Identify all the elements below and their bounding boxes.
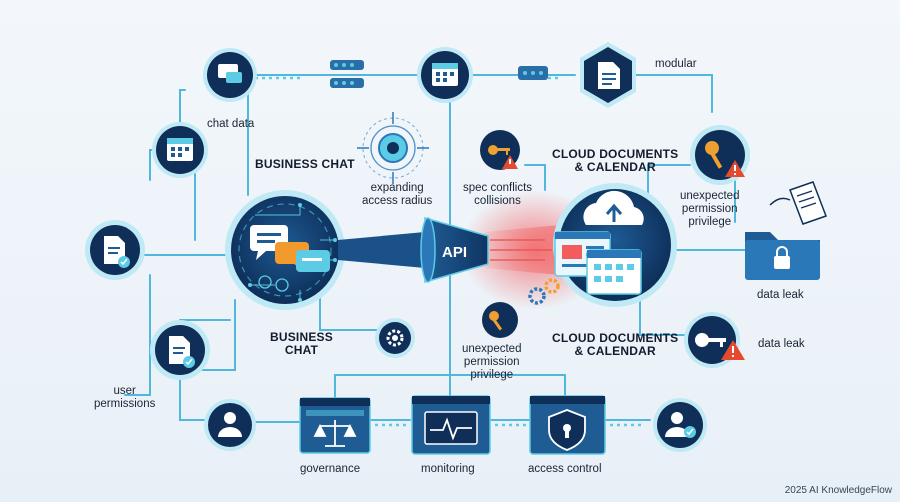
label-user-permissions: user permissions — [94, 385, 156, 410]
node-key-warning-lower — [684, 312, 745, 368]
label-expanding-access-radius: expanding access radius — [362, 182, 433, 207]
document-icon — [598, 62, 620, 89]
gears-icon — [528, 278, 560, 305]
warning-icon — [721, 340, 745, 360]
cloud-upload-icon — [583, 190, 644, 225]
user-icon — [218, 412, 242, 437]
label-spec-conflicts: spec conflicts collisions — [463, 182, 533, 207]
panel-access-control — [529, 395, 606, 455]
warning-icon — [502, 155, 518, 169]
node-user-bottom-left — [204, 399, 256, 451]
node-key-warning-top — [480, 130, 520, 170]
faces-icon — [258, 275, 289, 292]
label-governance: governance — [300, 463, 361, 475]
calendar-icon — [432, 63, 458, 86]
shield-lock-icon — [548, 409, 586, 451]
folder-lock-icon — [745, 232, 820, 280]
user-check-icon — [665, 412, 696, 438]
node-chat-top — [203, 48, 257, 102]
node-document-check-left — [85, 220, 145, 280]
chat-bubbles-icon — [218, 64, 242, 83]
key-icon — [695, 333, 726, 347]
node-key-warning-center — [482, 302, 518, 338]
business-chat-hub — [225, 190, 345, 310]
panel-governance — [299, 397, 371, 454]
calendar-window-icon — [586, 249, 642, 295]
heartbeat-monitor-icon — [430, 417, 472, 441]
label-modular: modular — [655, 58, 697, 70]
node-document-modular — [580, 42, 636, 108]
label-cloud-documents-top: CLOUD DOCUMENTS & CALENDAR — [552, 147, 679, 175]
panel-monitoring — [411, 395, 491, 455]
connector-pills — [330, 60, 548, 88]
key-icon — [705, 141, 723, 169]
node-user-check-bottom-right — [653, 398, 707, 452]
key-icon — [489, 311, 503, 331]
node-calendar-top — [417, 47, 473, 103]
label-monitoring: monitoring — [421, 463, 475, 475]
calendar-icon — [167, 138, 193, 161]
node-document-check-permissions — [150, 320, 210, 380]
chat-bubbles-icon — [250, 225, 330, 272]
document-check-icon — [169, 336, 195, 368]
key-icon — [488, 145, 510, 155]
api-megaphone-icon — [338, 217, 489, 283]
node-gear-small — [375, 318, 415, 358]
label-chat-data: chat data — [207, 118, 255, 130]
label-business-chat-top: BUSINESS CHAT — [255, 157, 355, 171]
gear-icon — [386, 329, 404, 347]
label-unexpected-privilege-center: unexpected permission privilege — [462, 343, 522, 381]
scales-icon — [313, 420, 357, 447]
document-check-icon — [104, 236, 130, 268]
api-label: API — [442, 244, 467, 261]
label-access-control: access control — [528, 463, 602, 475]
label-data-leak-upper: data leak — [757, 289, 804, 301]
target-radar-icon — [357, 112, 429, 184]
footer-credit: 2025 AI KnowledgeFlow — [784, 485, 892, 496]
node-calendar-left — [152, 122, 208, 178]
label-unexpected-privilege-right: unexpected permission privilege — [680, 190, 740, 228]
label-cloud-documents-bottom: CLOUD DOCUMENTS & CALENDAR — [552, 331, 679, 359]
cloud-documents-hub — [553, 183, 677, 307]
warning-icon — [725, 160, 745, 177]
connector-dashes — [255, 76, 645, 427]
label-data-leak-lower: data leak — [758, 338, 805, 350]
node-key-warning-right — [690, 125, 750, 185]
label-business-chat-bottom: BUSINESS CHAT — [270, 330, 333, 358]
flying-document-icon — [769, 181, 827, 225]
